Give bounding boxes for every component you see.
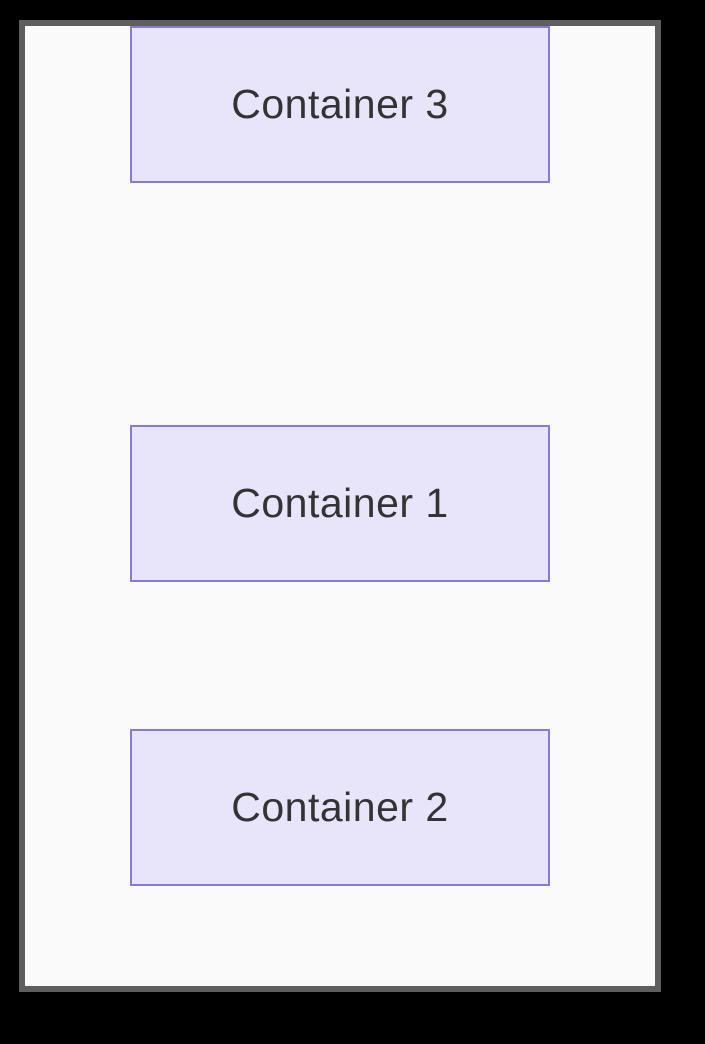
container-box-1: Container 1 [130,425,550,582]
container-2-label: Container 2 [231,784,449,830]
container-box-2: Container 2 [130,729,550,886]
pod-box: Pod Container 1 Container 2 Container 3 [19,20,661,992]
container-box-3: Container 3 [130,26,550,183]
container-1-label: Container 1 [231,480,449,526]
container-3-label: Container 3 [231,81,449,127]
